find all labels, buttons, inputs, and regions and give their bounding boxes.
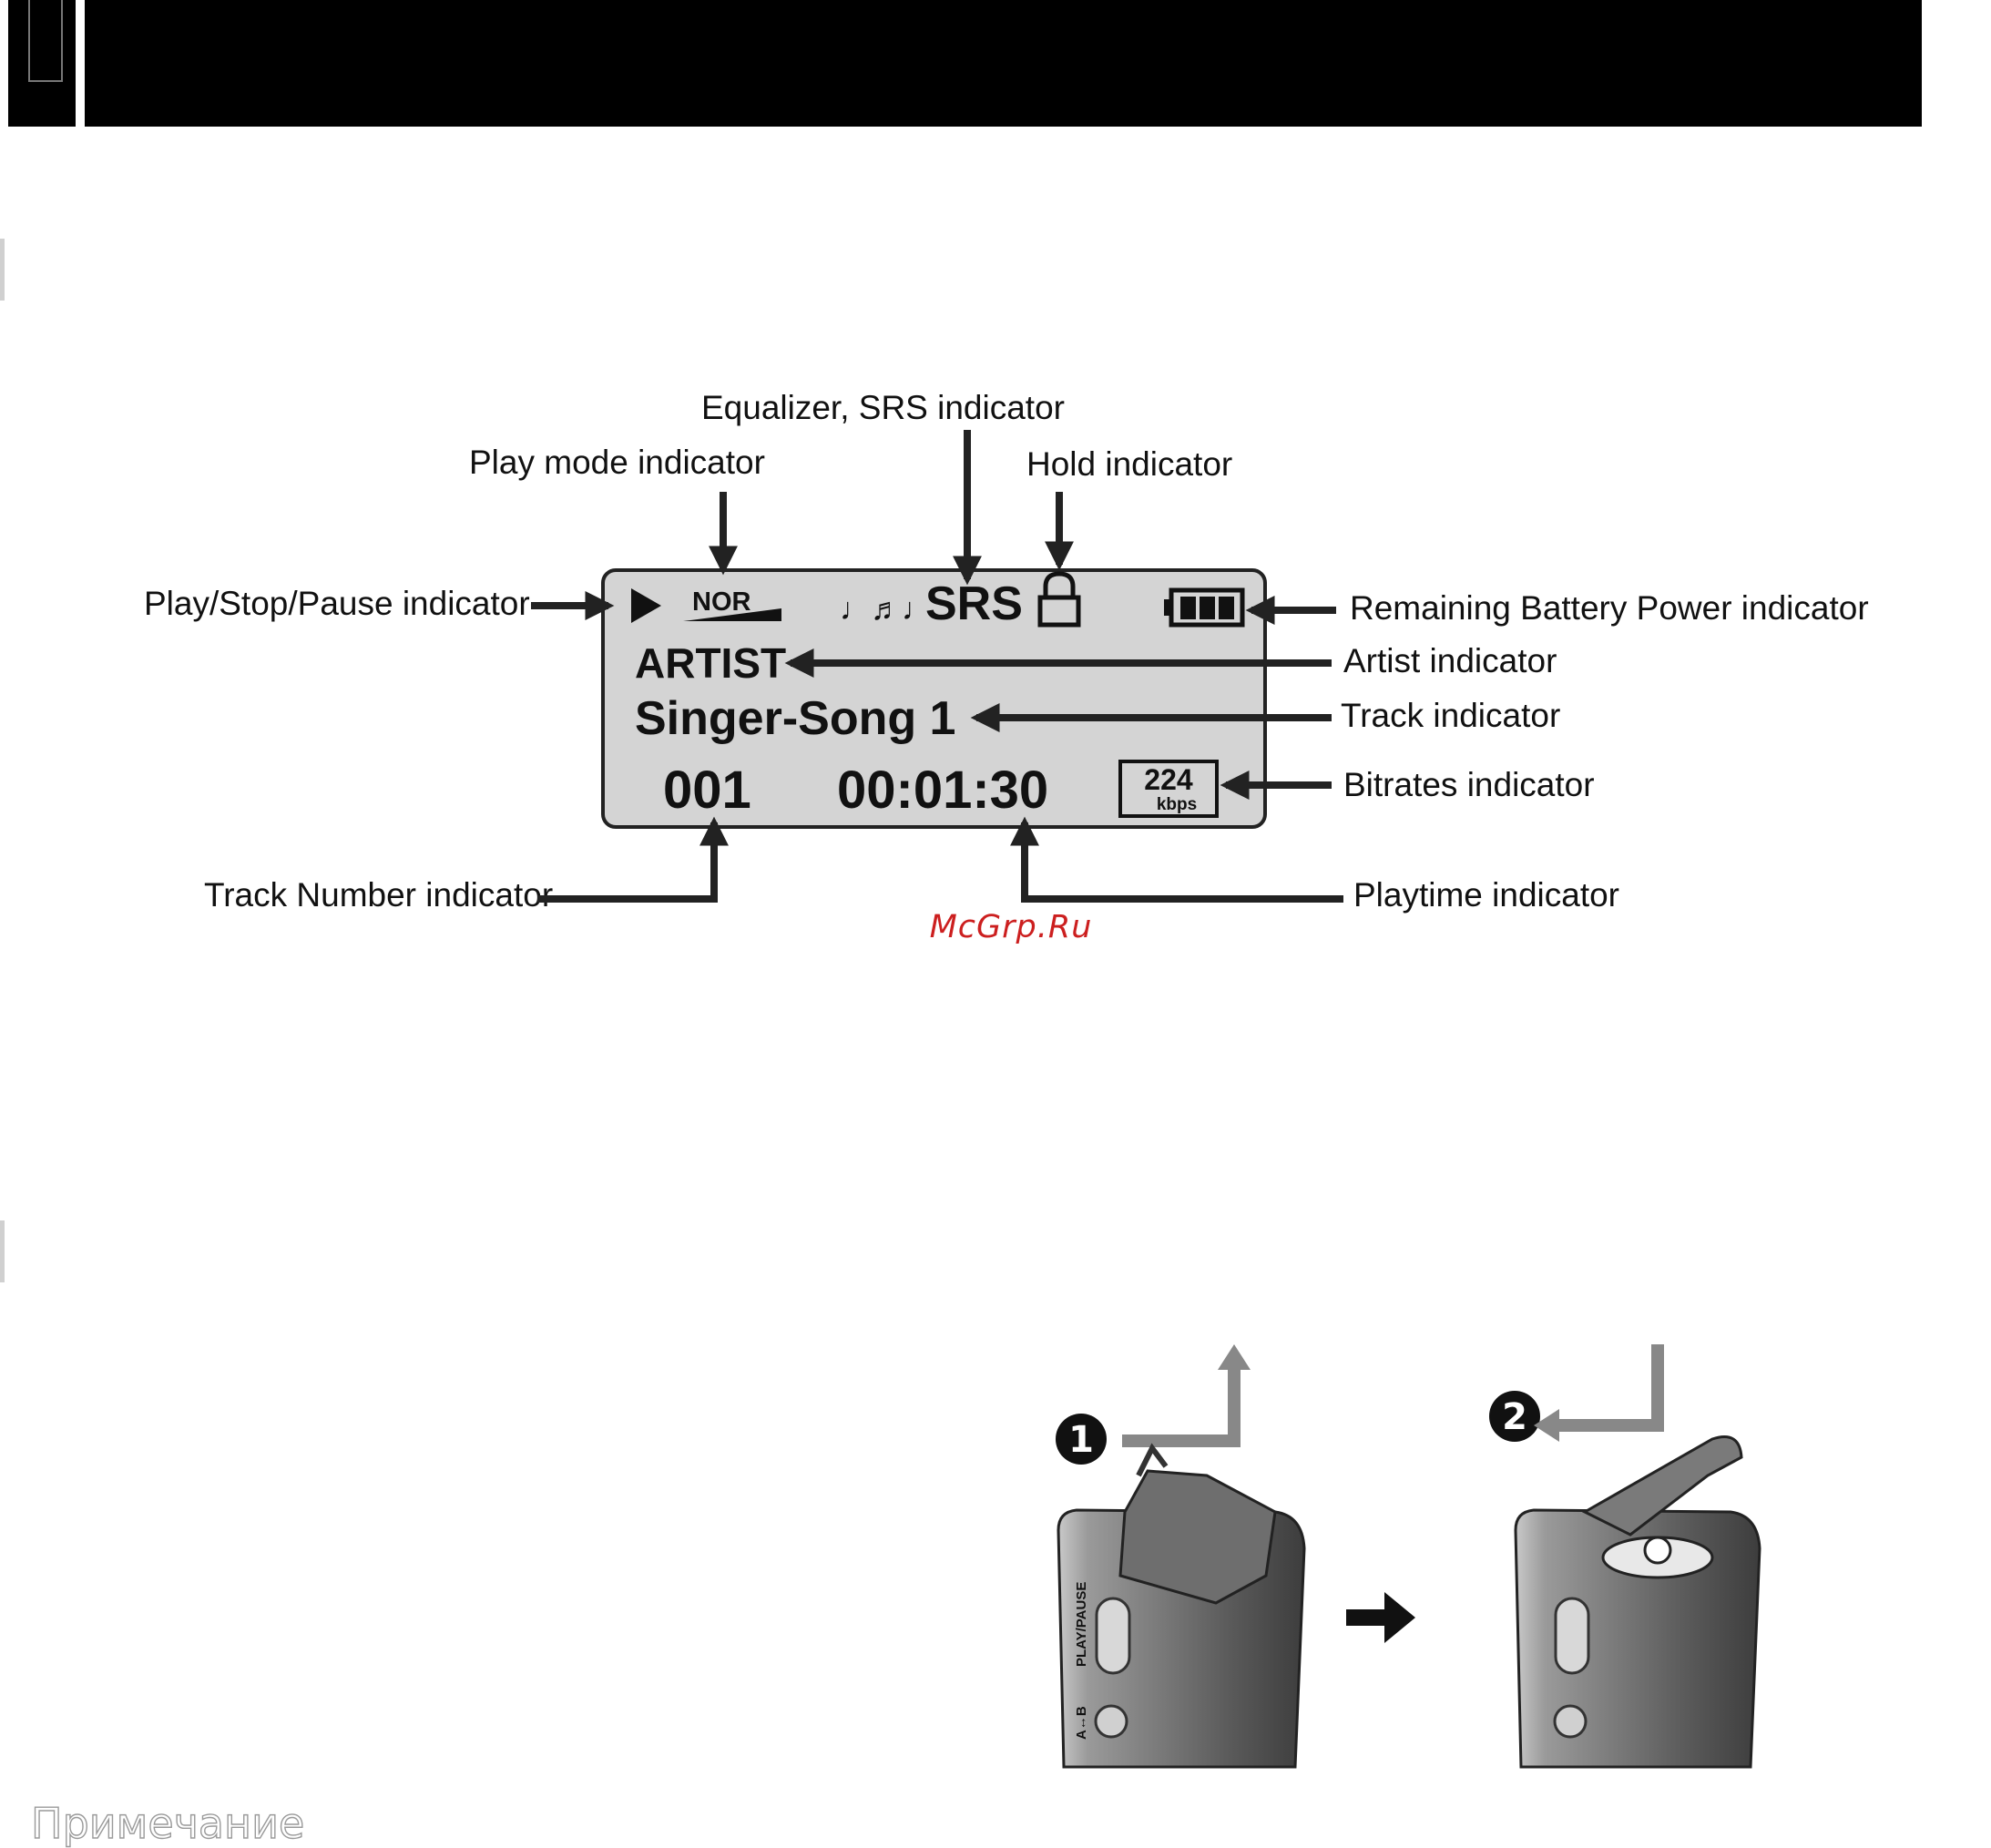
device-body-2 [1514,1508,1761,1769]
srs-value: SRS [925,577,1023,630]
step2-illustration: 2 [1489,1344,1761,1769]
lcd-bitrate: 224 [1144,763,1193,796]
footer-note: Примечание [30,1798,305,1848]
arrow-playtime [1010,816,1343,903]
battery-icon [1164,587,1245,628]
header-bar [85,0,1922,127]
step1-illustration: 1 PLAY/PAUSE A↔B [1056,1344,1306,1769]
lcd-bitrate-unit: kbps [1157,795,1197,814]
battery-cover-open [1581,1435,1743,1537]
step1-arrow-icon [1122,1368,1241,1447]
eq-icon: ♩♬♩ [840,592,933,627]
svg-text:1: 1 [1068,1419,1094,1461]
bitrate-box: 224 kbps [1118,760,1219,818]
device-label-ab: A↔B [1074,1706,1089,1740]
lcd-panel [601,568,1267,829]
battery-cover-illustration: 1 PLAY/PAUSE A↔B 2 [1056,1344,1761,1769]
label-playtime: Playtime indicator [1353,876,1619,914]
section-marker-top [0,239,5,301]
watermark: McGrp.Ru [929,909,1093,945]
lcd-track: Singer-Song 1 [635,692,955,745]
arrow-track-number [537,816,729,903]
device-label-play: PLAY/PAUSE [1074,1582,1089,1667]
label-artist: Artist indicator [1343,642,1557,679]
corner-mark [28,0,63,82]
section-marker-bottom [0,1220,5,1282]
play-icon [631,588,661,623]
next-step-arrow-icon [1346,1592,1415,1643]
label-battery: Remaining Battery Power indicator [1350,589,1869,627]
header-corner-block [8,0,76,127]
label-track: Track indicator [1341,697,1560,734]
lcd-track-number: 001 [663,761,751,820]
svg-text:2: 2 [1502,1396,1527,1438]
step2-marker [1489,1391,1540,1442]
label-track-number: Track Number indicator [204,876,553,914]
step2-arrow-icon [1559,1344,1664,1432]
lcd-diagram: NOR ♩♬♩ SRS ARTIST Singer-Song 1 001 00:… [144,389,1869,914]
label-equalizer: Equalizer, SRS indicator [701,389,1065,426]
play-mode-value: NOR [692,587,751,617]
label-play-mode: Play mode indicator [469,444,765,481]
label-hold: Hold indicator [1026,445,1232,483]
lcd-playtime: 00:01:30 [837,761,1048,820]
lock-icon [1037,571,1081,628]
lcd-artist: ARTIST [635,639,786,687]
label-bitrates: Bitrates indicator [1343,766,1595,803]
play-mode-ramp-icon [683,608,781,621]
label-play-stop-pause: Play/Stop/Pause indicator [144,585,530,622]
step1-marker [1056,1414,1107,1465]
